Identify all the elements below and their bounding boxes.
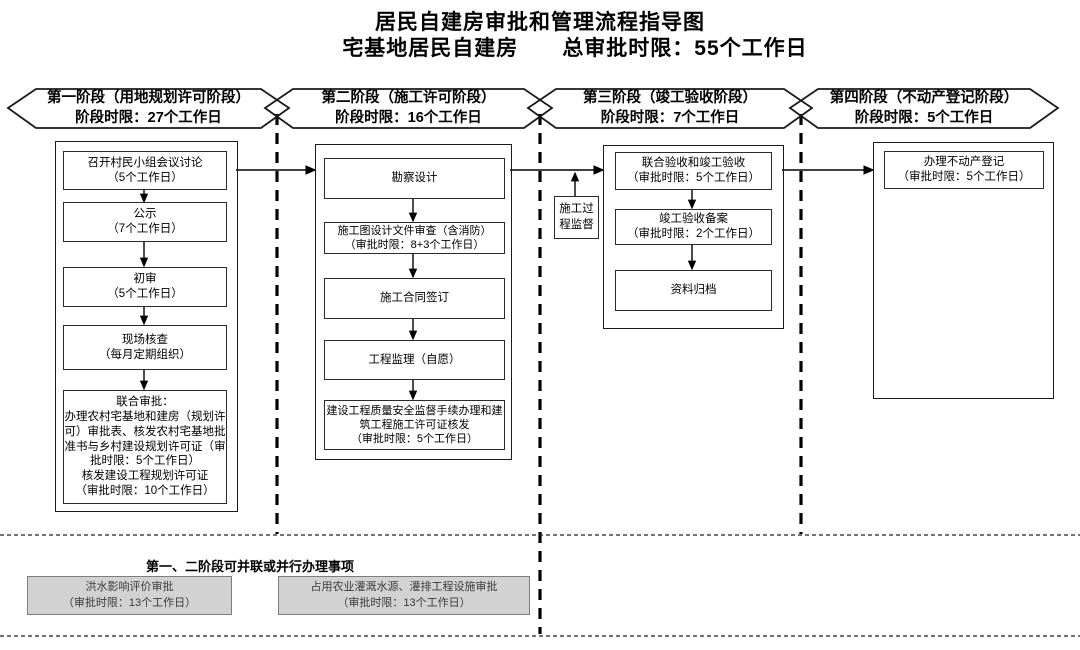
stage3-banner: 第三阶段（竣工验收阶段） 阶段时限：7个工作日 [556,89,784,128]
stage4-container [873,142,1054,399]
step-joint-approval: 联合审批： 办理农村宅基地和建房（规划许 可）审批表、核发农村宅基地批 准书与乡… [63,390,227,504]
stage1-name: 第一阶段（用地规划许可阶段） [47,89,250,106]
stage2-limit: 阶段时限：16个工作日 [335,109,482,126]
stage1-banner-shape [6,88,291,129]
stage4-banner-shape [788,88,1060,129]
step-preliminary-review: 初审 （5个工作日） [63,267,227,307]
step-joint-acceptance: 联合验收和竣工验收 （审批时限：5个工作日） [615,152,772,190]
page-subtitle: 宅基地居民自建房 总审批时限：55个工作日 [70,32,1080,62]
step-acceptance-filing: 竣工验收备案 （审批时限：2个工作日） [615,209,772,245]
stage4-limit: 阶段时限：5个工作日 [854,109,994,126]
stage2-banner-shape [263,88,554,129]
stage1-container [55,141,238,512]
construction-process-supervision-box: 施工过 程监督 [554,196,599,239]
stage4-banner: 第四阶段（不动产登记阶段） 阶段时限：5个工作日 [818,89,1030,128]
step-property-registration: 办理不动产登记 （审批时限：5个工作日） [884,151,1044,189]
subtitle-project-type: 宅基地居民自建房 [342,37,519,60]
stage2-name: 第二阶段（施工许可阶段） [321,89,496,106]
subtitle-total-time-limit: 总审批时限：55个工作日 [562,37,808,60]
step-project-supervision: 工程监理（自愿） [324,340,505,380]
step-drawing-review: 施工图设计文件审查（含消防） （审批时限：8+3个工作日） [324,222,505,254]
step-construction-permit: 建设工程质量安全监督手续办理和建 筑工程施工许可证核发 （审批时限：5个工作日） [324,400,505,450]
stage3-banner-shape [526,88,814,129]
stage3-limit: 阶段时限：7个工作日 [600,109,740,126]
stage1-limit: 阶段时限：27个工作日 [75,109,222,126]
step-archive: 资料归档 [615,270,772,311]
step-village-meeting: 召开村民小组会议讨论 （5个工作日） [63,151,227,190]
step-public-notice: 公示 （7个工作日） [63,202,227,242]
stage3-name: 第三阶段（竣工验收阶段） [583,89,757,106]
irrigation-facility-approval-box: 占用农业灌溉水源、灌排工程设施审批 （审批时限：13个工作日） [278,576,530,615]
page-title: 居民自建房审批和管理流程指导图 [375,11,705,34]
step-site-inspection: 现场核查 （每月定期组织） [63,325,227,370]
step-survey-design: 勘察设计 [324,158,505,199]
stage3-container [603,145,784,329]
stage2-banner: 第二阶段（施工许可阶段） 阶段时限：16个工作日 [293,89,524,128]
stage4-name: 第四阶段（不动产登记阶段） [829,89,1019,106]
stage1-banner: 第一阶段（用地规划许可阶段） 阶段时限：27个工作日 [36,89,261,128]
stage2-container [315,144,512,460]
parallel-items-heading: 第一、二阶段可并联或并行办理事项 [145,559,354,574]
flood-impact-approval-box: 洪水影响评价审批 （审批时限：13个工作日） [27,576,232,615]
step-contract-signing: 施工合同签订 [324,278,505,319]
